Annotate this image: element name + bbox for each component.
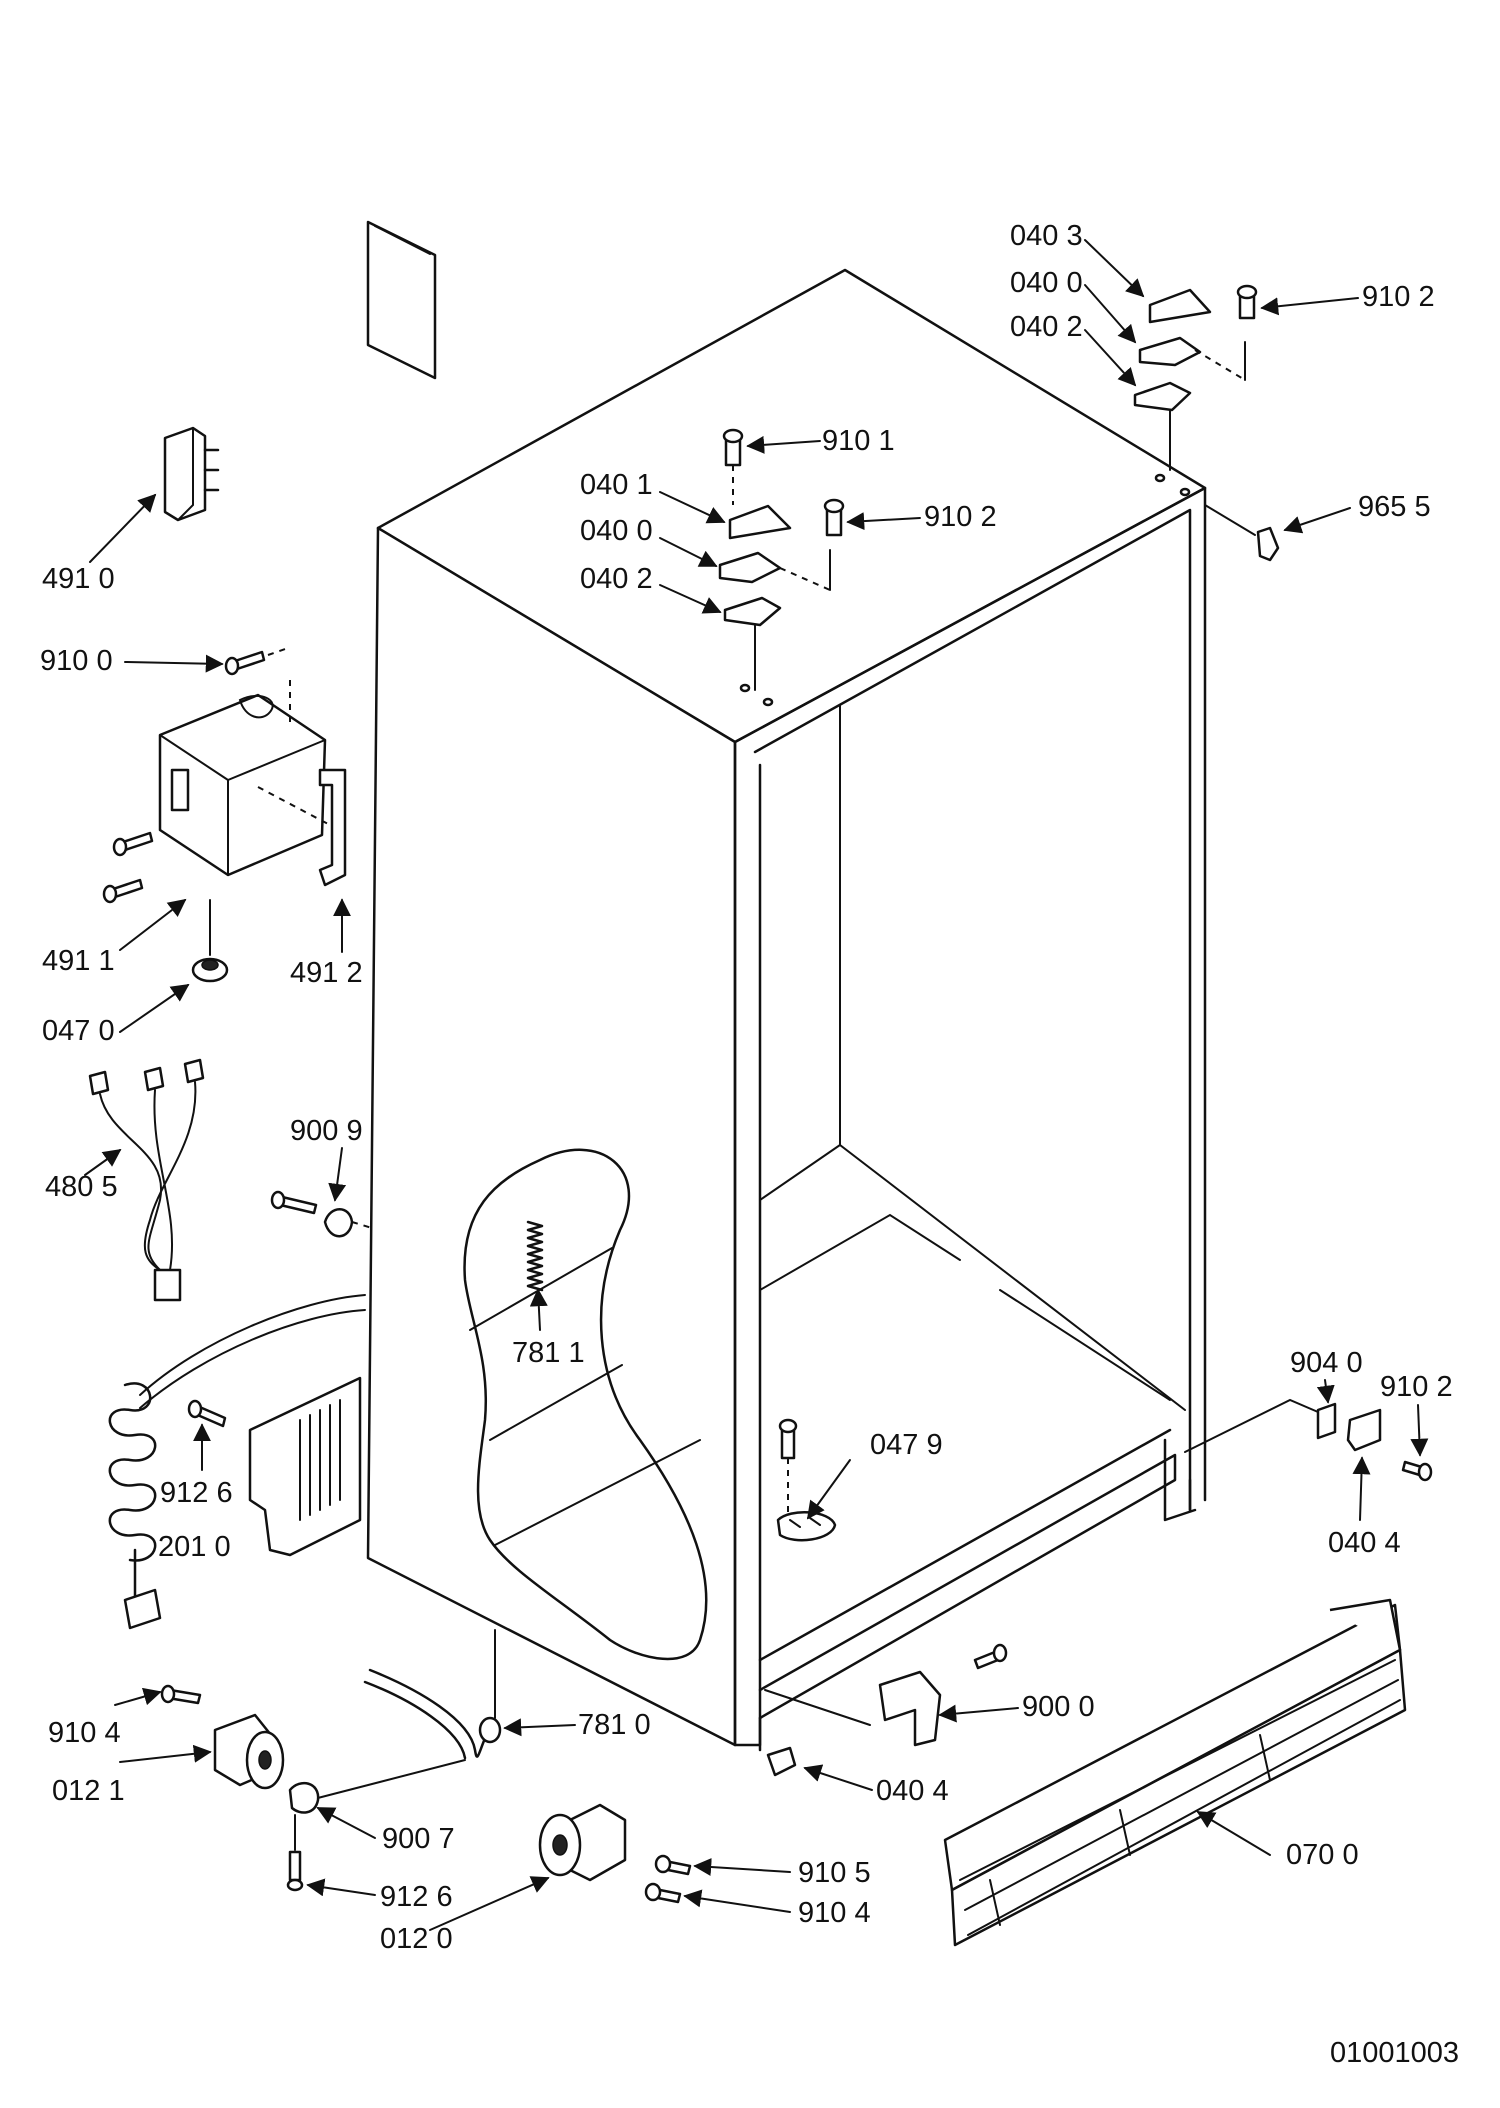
label-040-0-left: 040 0 [580, 515, 653, 547]
label-910-2-right: 910 2 [1362, 281, 1435, 313]
part-labels: 040 3 040 0 910 2 040 2 910 1 040 1 040 … [40, 220, 1459, 2069]
label-040-2-left: 040 2 [580, 563, 653, 595]
label-904-0: 904 0 [1290, 1347, 1363, 1379]
wire-harness [88, 1058, 205, 1302]
label-491-1: 491 1 [42, 945, 115, 977]
clip-900-7 [288, 1781, 320, 1814]
label-012-1: 012 1 [52, 1775, 125, 1807]
hinge-bottom-right [1184, 1398, 1433, 1482]
label-965-5: 965 5 [1358, 491, 1431, 523]
manual-sheet [366, 220, 437, 380]
label-900-7: 900 7 [382, 1823, 455, 1855]
label-012-0: 012 0 [380, 1923, 453, 1955]
label-040-2-right: 040 2 [1010, 311, 1083, 343]
label-912-6-lower: 912 6 [380, 1881, 453, 1913]
label-910-2-top: 910 2 [924, 501, 997, 533]
label-900-0: 900 0 [1022, 1691, 1095, 1723]
cabinet-body [366, 268, 1207, 1752]
label-910-2-lower: 910 2 [1380, 1371, 1453, 1403]
label-070-0: 070 0 [1286, 1839, 1359, 1871]
label-910-4-left: 910 4 [48, 1717, 121, 1749]
grommet [191, 899, 229, 983]
drain-tube [309, 1629, 502, 1801]
label-040-0-right: 040 0 [1010, 267, 1083, 299]
label-040-3: 040 3 [1010, 220, 1083, 252]
label-040-4-lower: 040 4 [876, 1775, 949, 1807]
label-491-2: 491 2 [290, 957, 363, 989]
bracket-900-0 [764, 1643, 1008, 1777]
label-047-0: 047 0 [42, 1015, 115, 1047]
label-040-4-right: 040 4 [1328, 1527, 1401, 1559]
leader-lines [84, 239, 1429, 1931]
plug [1256, 526, 1280, 562]
label-910-4-right: 910 4 [798, 1897, 871, 1929]
label-491-0: 491 0 [42, 563, 115, 595]
label-480-5: 480 5 [45, 1171, 118, 1203]
roller-front-left [160, 1684, 285, 1790]
bracket-047-9 [776, 1418, 837, 1542]
label-047-9: 047 9 [870, 1429, 943, 1461]
control-box [158, 680, 347, 887]
label-900-9: 900 9 [290, 1115, 363, 1147]
grille [943, 1598, 1407, 1947]
label-040-1: 040 1 [580, 469, 653, 501]
hinge-top-right [1133, 284, 1258, 471]
power-cord-and-bracket [108, 1294, 366, 1630]
label-201-0: 201 0 [158, 1531, 231, 1563]
label-781-1: 781 1 [512, 1337, 585, 1369]
label-910-0: 910 0 [40, 645, 113, 677]
label-781-0: 781 0 [578, 1709, 651, 1741]
hinge-top-left [718, 428, 845, 691]
label-912-6-upper: 912 6 [160, 1477, 233, 1509]
drawing-number: 01001003 [1330, 2037, 1459, 2069]
label-910-1: 910 1 [822, 425, 895, 457]
screw-910-0 [224, 647, 289, 676]
roller-rear [538, 1803, 692, 1904]
terminal-block [163, 426, 220, 522]
label-910-5: 910 5 [798, 1857, 871, 1889]
